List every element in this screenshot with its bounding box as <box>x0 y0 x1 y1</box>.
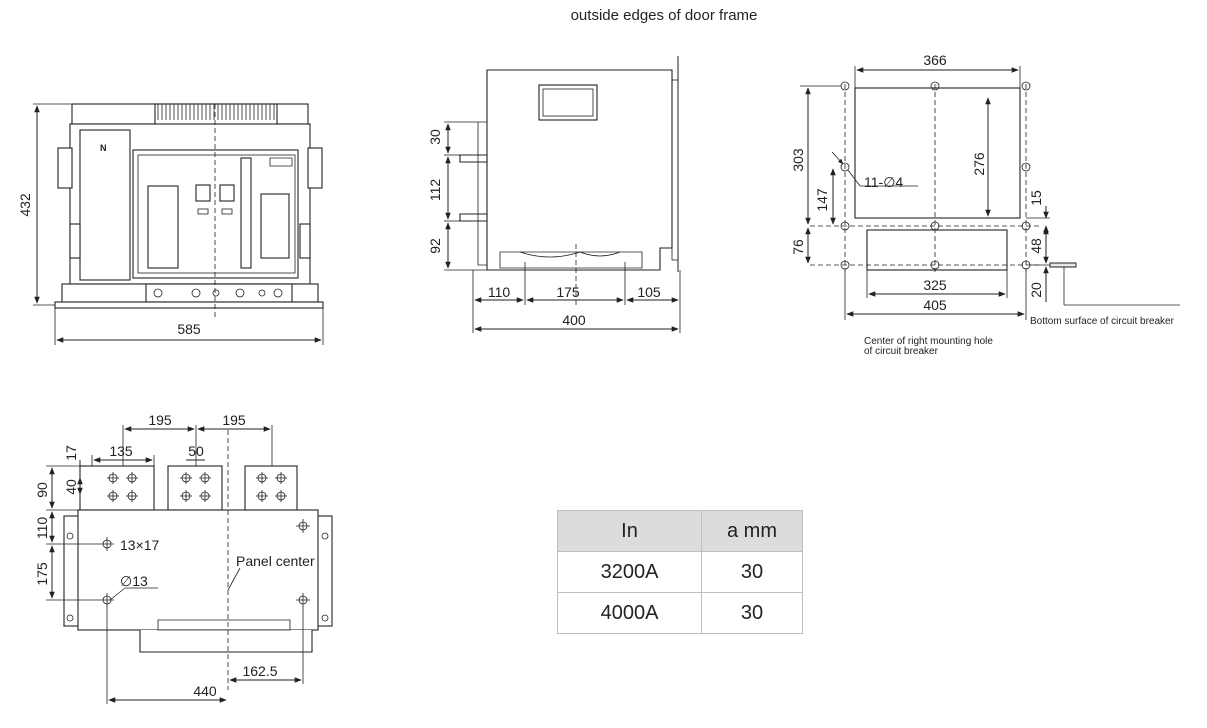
dim-30: 30 <box>427 129 443 145</box>
dim-175-panel: 175 <box>34 562 50 586</box>
dim-276: 276 <box>971 152 987 176</box>
panel-holes <box>66 519 329 622</box>
slot-label: 13×17 <box>120 537 160 553</box>
dim-135: 135 <box>109 443 133 459</box>
dim-325: 325 <box>923 277 947 293</box>
dim-92: 92 <box>427 238 443 254</box>
caption-top: outside edges of door frame <box>571 7 758 24</box>
mounting-holes <box>840 81 1031 270</box>
dim-440: 440 <box>193 683 217 699</box>
dim-90: 90 <box>34 482 50 498</box>
note-bottom-surface: Bottom surface of circuit breaker <box>1030 316 1175 327</box>
dim-15: 15 <box>1028 190 1044 206</box>
dim-pitch-2: 195 <box>222 412 246 428</box>
rating-table: In a mm 3200A 30 4000A 30 <box>557 510 803 634</box>
dim-366: 366 <box>923 52 947 68</box>
table-row: 3200A 30 <box>557 551 803 593</box>
header-in: In <box>557 510 702 552</box>
cell-a: 30 <box>701 551 803 593</box>
dim-20: 20 <box>1028 282 1044 298</box>
header-a-mm: a mm <box>701 510 803 552</box>
cell-in: 3200A <box>557 551 702 593</box>
hole-count-label: 11-∅4 <box>864 174 903 190</box>
dim-110: 110 <box>488 284 511 300</box>
dim-432: 432 <box>17 193 33 217</box>
dim-303: 303 <box>790 148 806 172</box>
cell-a: 30 <box>701 592 803 634</box>
note-center-line1: Center of right mounting hole <box>864 336 993 347</box>
dim-112: 112 <box>427 179 443 202</box>
table-row: 4000A 30 <box>557 592 803 634</box>
dim-405: 405 <box>923 297 947 313</box>
cooling-fins <box>157 104 275 120</box>
note-center-line2: of circuit breaker <box>864 346 939 357</box>
front-view: N 432 585 <box>17 103 324 345</box>
dim-585: 585 <box>177 321 201 337</box>
dim-175: 175 <box>556 284 580 300</box>
terminal-holes <box>107 472 287 502</box>
dim-17: 17 <box>63 445 79 461</box>
hole-label: ∅13 <box>120 573 148 589</box>
panel-view: 195 195 135 50 90 110 175 17 40 13×17 ∅1… <box>34 412 333 704</box>
dim-110-panel: 110 <box>34 517 50 540</box>
dim-50: 50 <box>188 443 204 459</box>
panel-center-label: Panel center <box>236 553 315 569</box>
table-header-row: In a mm <box>557 510 803 552</box>
dim-162-5: 162.5 <box>242 663 277 679</box>
dim-76: 76 <box>790 239 806 255</box>
dim-pitch-1: 195 <box>148 412 172 428</box>
dim-147: 147 <box>814 188 830 212</box>
dim-40: 40 <box>63 479 79 495</box>
side-view: 30 112 92 110 175 105 400 <box>427 56 681 333</box>
mounting-view: 366 303 147 76 276 11-∅4 15 48 20 Bottom… <box>790 52 1180 357</box>
cell-in: 4000A <box>557 592 702 634</box>
dim-400: 400 <box>562 312 586 328</box>
n-pole-label: N <box>100 143 107 153</box>
dim-48: 48 <box>1028 238 1044 254</box>
dim-105: 105 <box>637 284 661 300</box>
